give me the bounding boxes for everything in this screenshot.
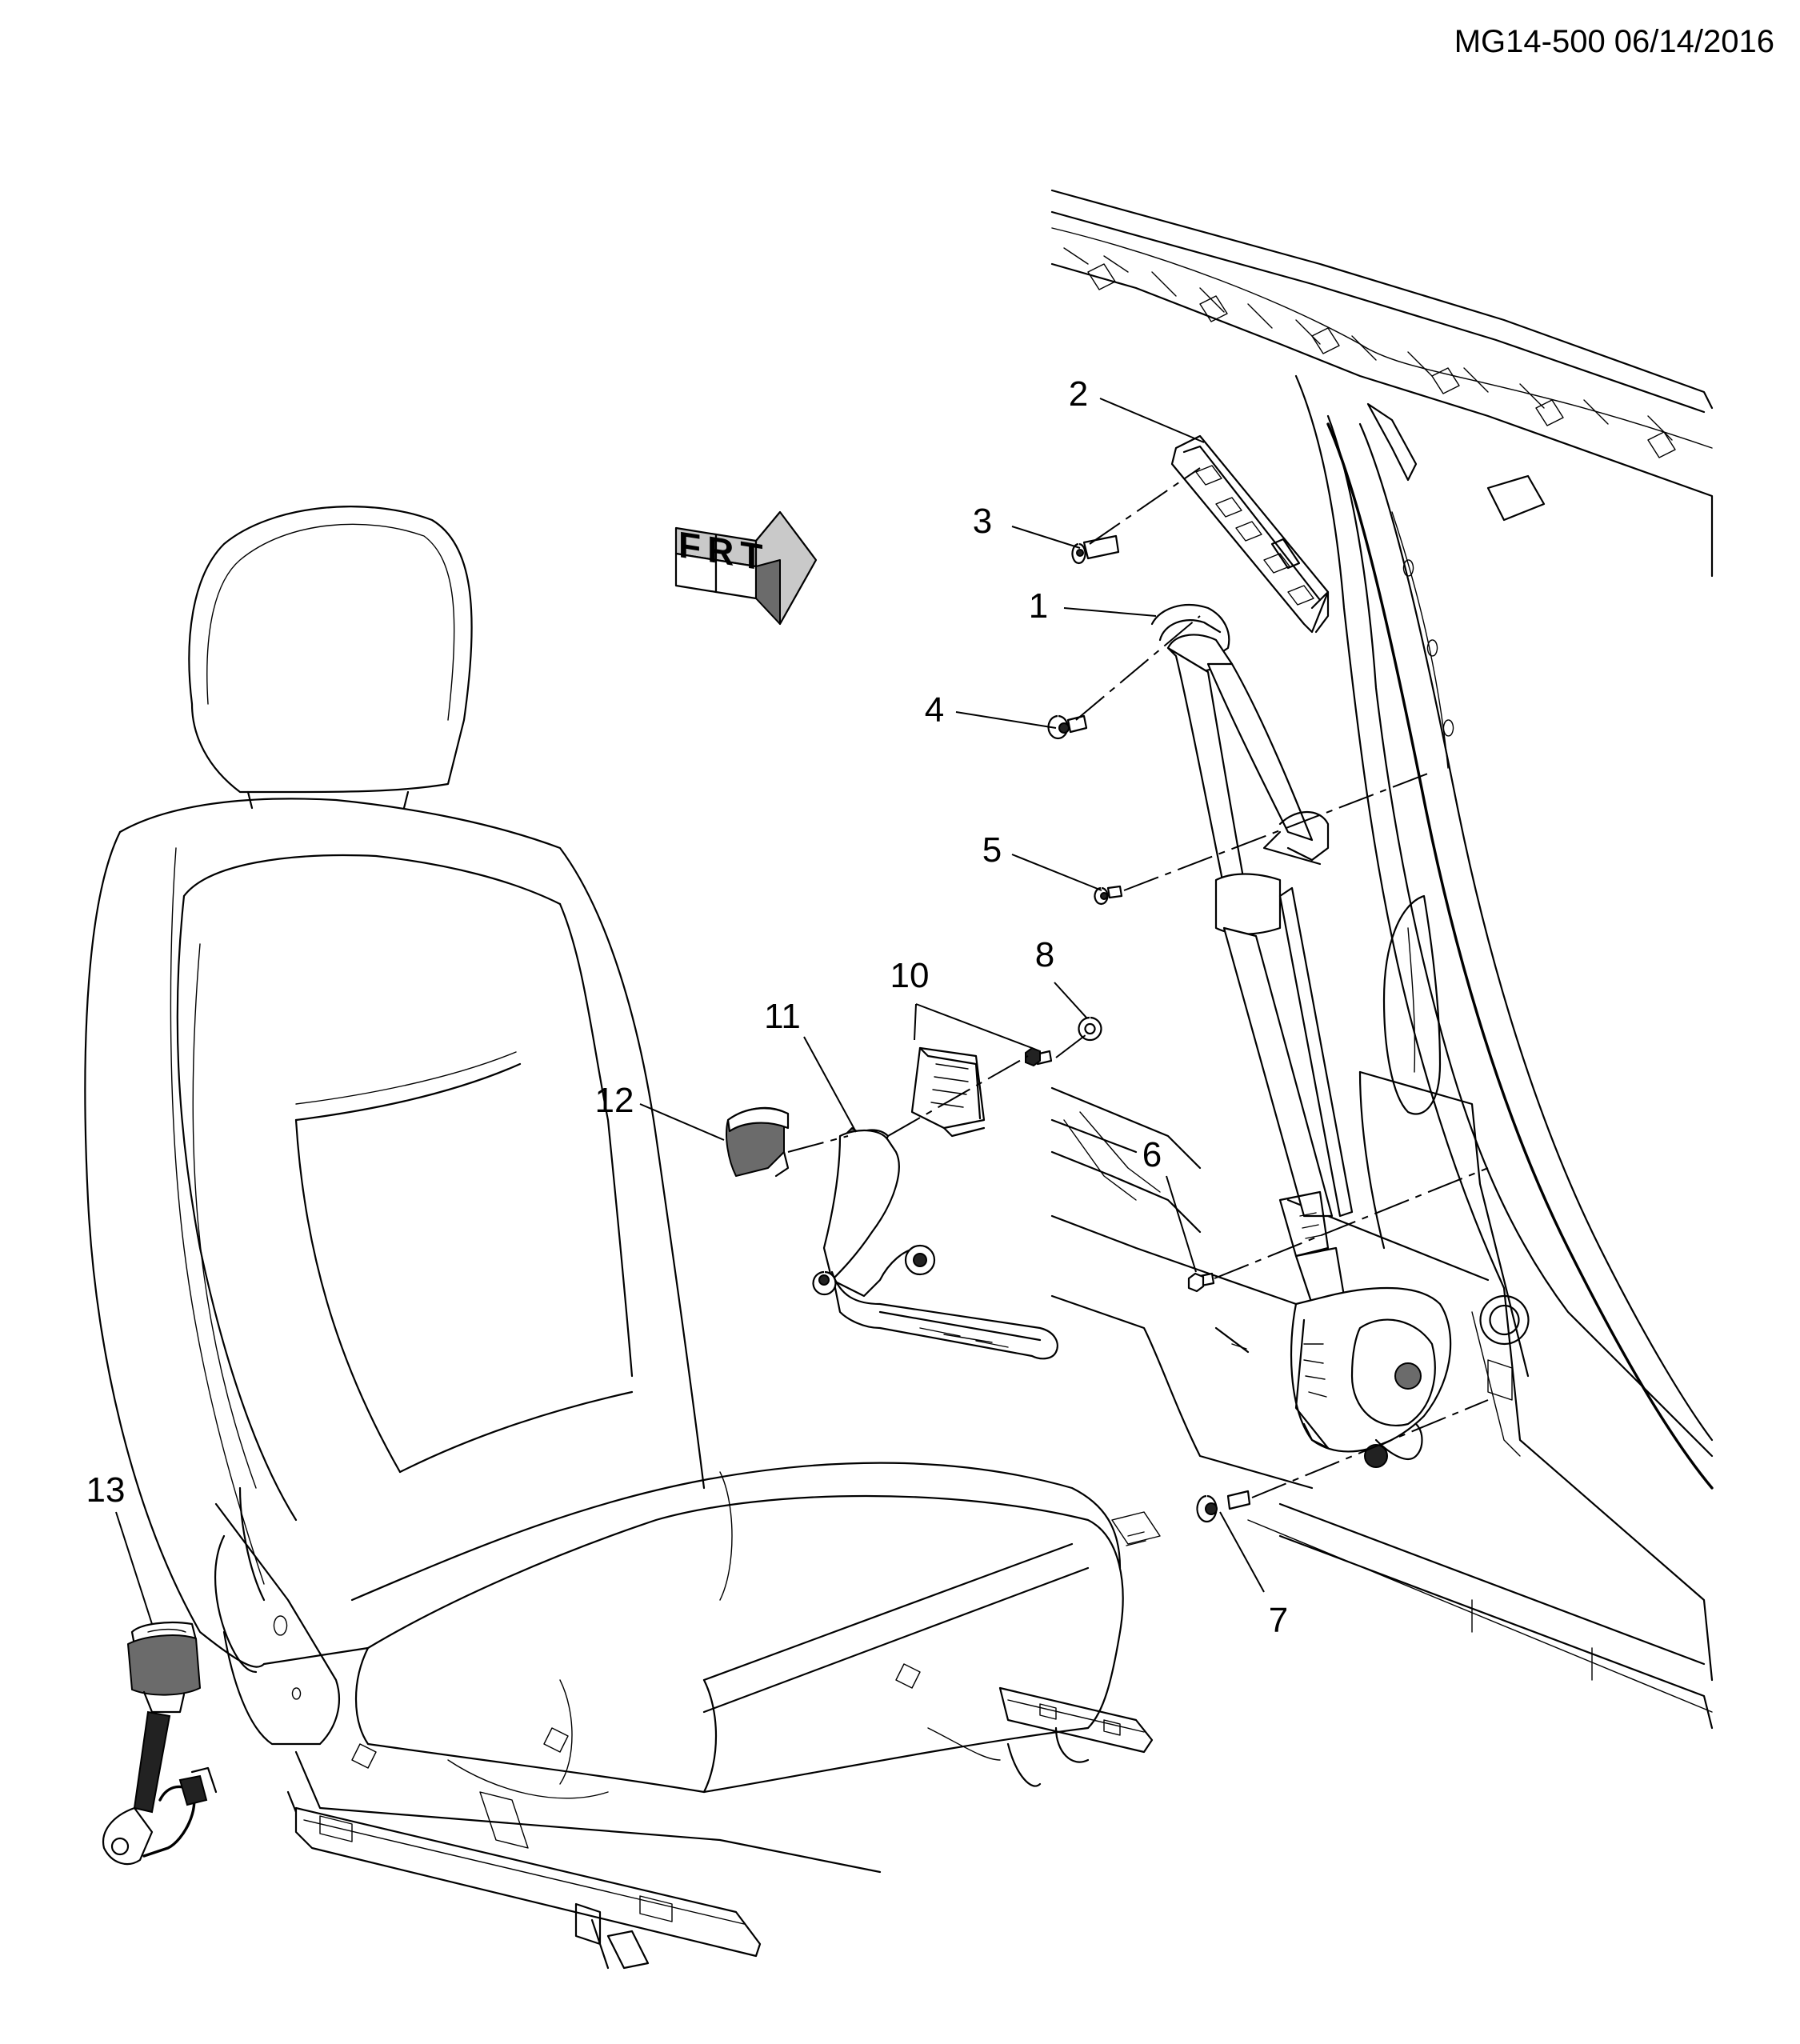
callout-6[interactable]: 6 (1142, 1135, 1162, 1174)
floor-rocker (1050, 1086, 1714, 1730)
callout-10[interactable]: 10 (890, 956, 930, 995)
part-5-bolt (1094, 885, 1123, 906)
alignment-lines (787, 467, 1489, 1498)
part-13-buckle (102, 1621, 218, 1866)
part-4-bolt (1047, 714, 1088, 740)
front-direction-arrow (674, 510, 818, 626)
part-12-trim-cover (726, 1106, 790, 1178)
part-1-seat-belt (1150, 604, 1452, 1468)
callout-5[interactable]: 5 (982, 830, 1002, 870)
seat (84, 506, 1161, 1970)
callout-2[interactable]: 2 (1068, 374, 1089, 414)
callout-13[interactable]: 13 (86, 1470, 126, 1510)
callout-8[interactable]: 8 (1034, 935, 1055, 974)
part-8-washer (1078, 1016, 1102, 1042)
part-11-seat-belt-buckle-pretensioner (812, 1127, 1058, 1360)
part-2-guide (1170, 434, 1330, 634)
callout-7[interactable]: 7 (1268, 1601, 1289, 1640)
callout-11[interactable]: 11 (764, 997, 801, 1036)
callout-4[interactable]: 4 (924, 690, 945, 730)
part-10-bracket (910, 1046, 986, 1138)
callout-3[interactable]: 3 (972, 502, 993, 541)
part-10-bolt (1025, 1046, 1053, 1067)
part-7-bolt (1196, 1490, 1251, 1523)
diagram-code: MG14-500 06/14/2016 (1454, 24, 1774, 59)
part-6-bolt (1187, 1272, 1215, 1293)
callout-12[interactable]: 12 (594, 1081, 634, 1120)
leader-lines (115, 398, 1265, 1625)
callout-1[interactable]: 1 (1028, 586, 1049, 626)
